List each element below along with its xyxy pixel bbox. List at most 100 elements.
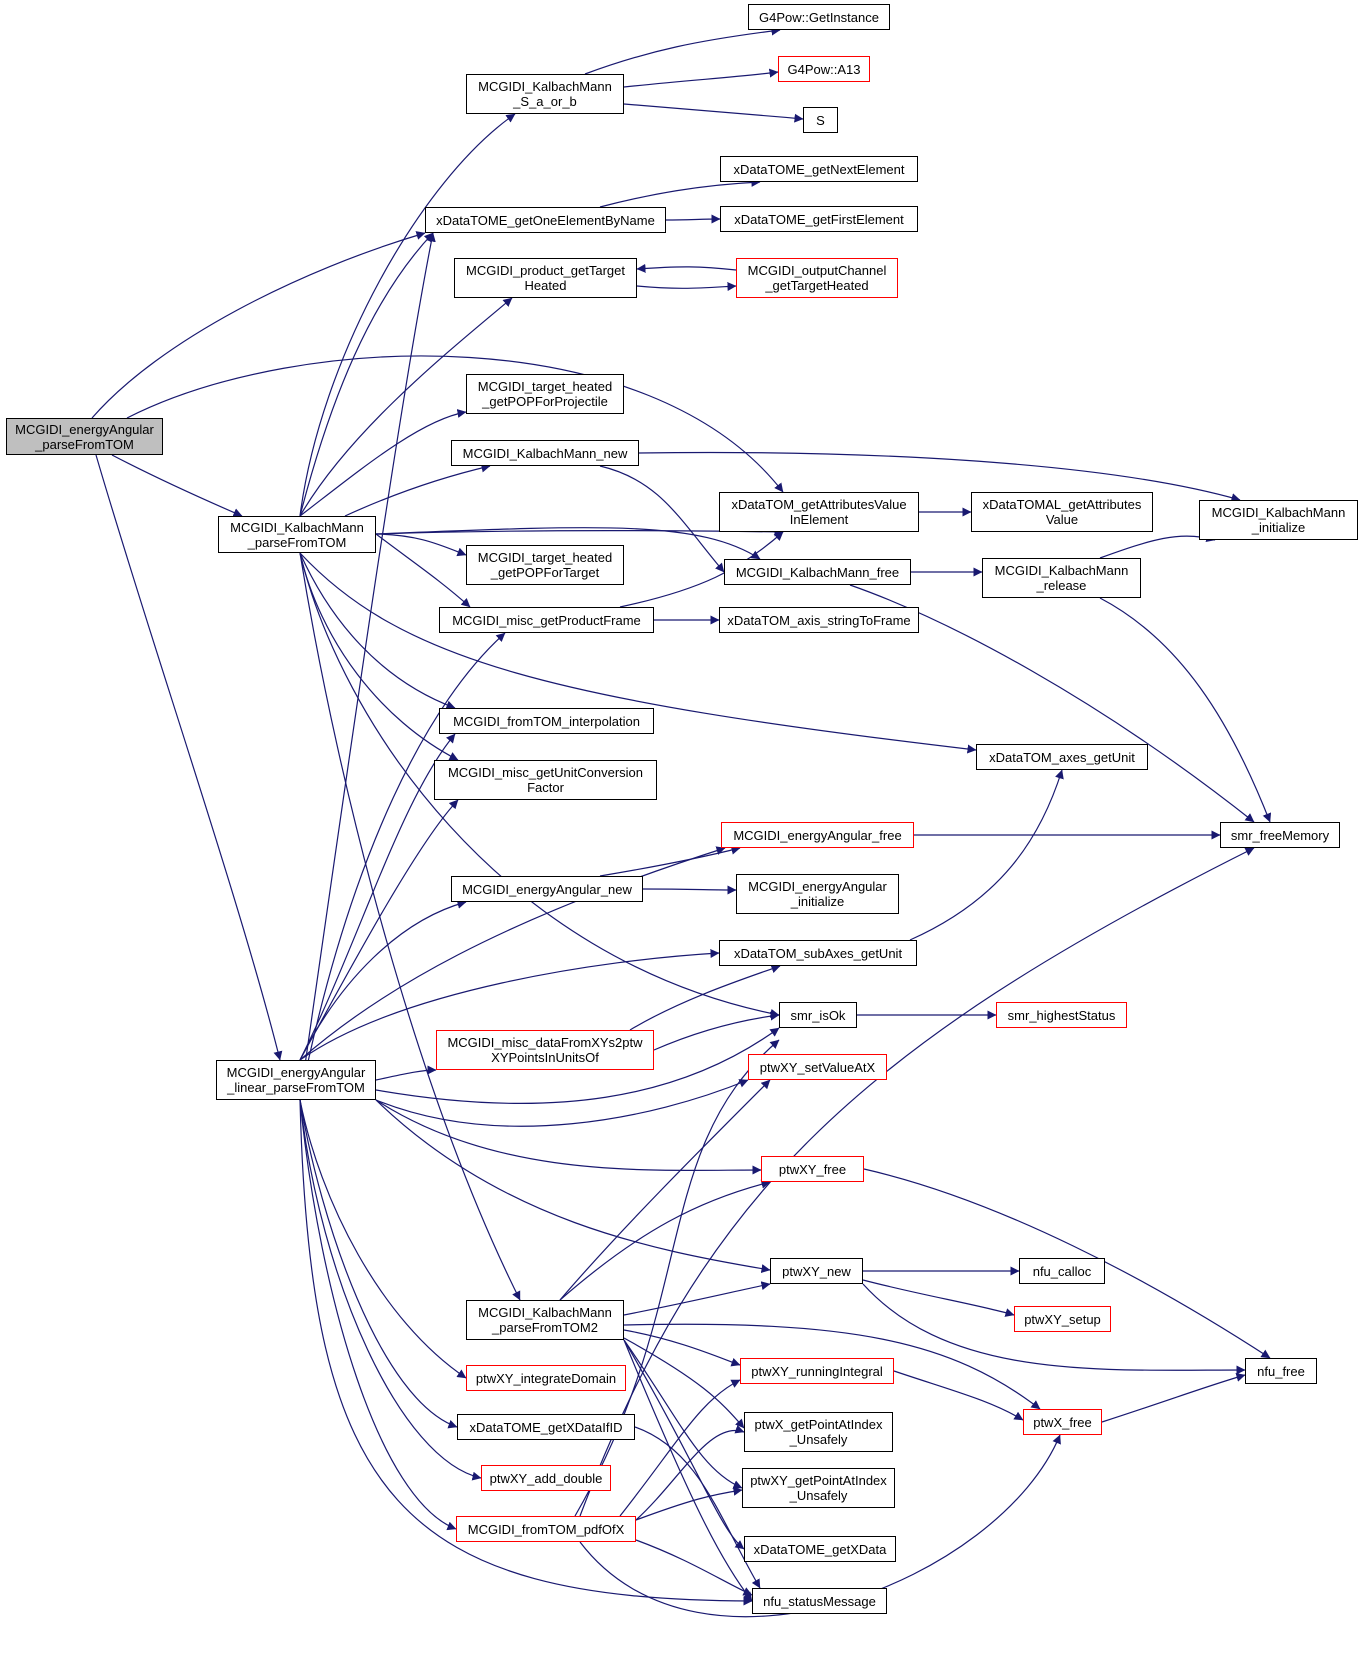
- node-nfu-statusmessage[interactable]: nfu_statusMessage: [752, 1588, 887, 1614]
- node-ptwxy-setup[interactable]: ptwXY_setup: [1014, 1306, 1111, 1332]
- call-edge: [636, 281, 737, 291]
- call-edge: [299, 1099, 753, 1606]
- node-getattributesvalueinelement[interactable]: xDataTOM_getAttributesValue InElement: [719, 492, 919, 532]
- call-edge: [638, 451, 1241, 502]
- node-target-heated-getpopfortarget[interactable]: MCGIDI_target_heated _getPOPForTarget: [466, 545, 624, 585]
- node-subaxes-getunit[interactable]: xDataTOM_subAxes_getUnit: [719, 940, 917, 966]
- call-edge: [623, 1323, 1041, 1410]
- node-g4pow-a13[interactable]: G4Pow::A13: [778, 56, 870, 82]
- node-energyangular-linear-parsefromtom[interactable]: MCGIDI_energyAngular _linear_parseFromTO…: [216, 1060, 376, 1100]
- call-edge: [344, 463, 491, 517]
- call-edge: [599, 177, 761, 208]
- node-product-gettargetheated[interactable]: MCGIDI_product_getTarget Heated: [454, 258, 637, 298]
- call-edge: [299, 1099, 458, 1429]
- call-edge: [642, 885, 737, 895]
- call-edge: [111, 454, 243, 517]
- node-ptwx-getpointatindex-unsafely[interactable]: ptwX_getPointAtIndex _Unsafely: [744, 1412, 893, 1452]
- node-tomal-getattributesvalue[interactable]: xDataTOMAL_getAttributes Value: [971, 492, 1153, 532]
- node-misc-getunitconversionfactor[interactable]: MCGIDI_misc_getUnitConversion Factor: [434, 760, 657, 800]
- node-ptwx-free[interactable]: ptwX_free: [1023, 1409, 1102, 1435]
- call-edge: [599, 845, 741, 877]
- call-edge: [863, 1168, 1271, 1359]
- node-kalbachmann-release[interactable]: MCGIDI_KalbachMann _release: [982, 558, 1141, 598]
- node-ptwxy-new[interactable]: ptwXY_new: [770, 1258, 863, 1284]
- node-nfu-calloc[interactable]: nfu_calloc: [1019, 1258, 1105, 1284]
- call-edge: [126, 355, 784, 493]
- node-kalbachmann-new[interactable]: MCGIDI_KalbachMann_new: [451, 440, 639, 466]
- call-edge: [635, 1424, 745, 1521]
- node-energyangular-new[interactable]: MCGIDI_energyAngular_new: [451, 876, 643, 902]
- node-getxdata[interactable]: xDataTOME_getXData: [744, 1536, 896, 1562]
- call-edge: [623, 1339, 743, 1489]
- call-edge: [623, 1329, 741, 1367]
- node-getfirstelement[interactable]: xDataTOME_getFirstElement: [720, 206, 918, 232]
- node-getxdataifid[interactable]: xDataTOME_getXDataIfID: [457, 1414, 635, 1440]
- call-edge: [299, 632, 506, 1101]
- node-smr-freememory[interactable]: smr_freeMemory: [1220, 822, 1340, 848]
- call-edge: [375, 1065, 437, 1081]
- call-edge: [653, 1011, 780, 1051]
- call-edge: [375, 1027, 780, 1105]
- node-axes-getunit[interactable]: xDataTOM_axes_getUnit: [976, 744, 1148, 770]
- node-smr-isok[interactable]: smr_isOk: [779, 1002, 857, 1028]
- call-edge: [299, 232, 434, 517]
- call-edge: [635, 1486, 743, 1521]
- call-edge: [636, 263, 737, 273]
- call-edge: [623, 68, 779, 88]
- node-outputchannel-gettargetheated[interactable]: MCGIDI_outputChannel _getTargetHeated: [736, 258, 898, 298]
- node-kalbachmann-s-a-or-b[interactable]: MCGIDI_KalbachMann _S_a_or_b: [466, 74, 624, 114]
- node-ptwxy-getpointatindex-unsafely[interactable]: ptwXY_getPointAtIndex _Unsafely: [742, 1468, 895, 1508]
- node-g4pow-getinstance[interactable]: G4Pow::GetInstance: [748, 4, 890, 30]
- call-edge: [299, 552, 459, 761]
- node-fromtom-pdfofx[interactable]: MCGIDI_fromTOM_pdfOfX: [456, 1516, 636, 1542]
- node-smr-higheststatus[interactable]: smr_highestStatus: [996, 1002, 1127, 1028]
- node-kalbachmann-parsefromtom2[interactable]: MCGIDI_KalbachMann _parseFromTOM2: [466, 1300, 624, 1340]
- node-energyangular-initialize[interactable]: MCGIDI_energyAngular _initialize: [736, 874, 899, 914]
- call-edge: [375, 527, 761, 560]
- call-edge: [375, 533, 471, 608]
- call-edge: [559, 1079, 771, 1301]
- call-edge: [862, 1283, 1246, 1375]
- call-edge: [623, 1337, 745, 1429]
- call-edge: [299, 552, 521, 1301]
- node-target-heated-getpopforprojectile[interactable]: MCGIDI_target_heated _getPOPForProjectil…: [466, 374, 624, 414]
- call-edge: [299, 552, 456, 710]
- node-getnextelement[interactable]: xDataTOME_getNextElement: [720, 156, 918, 182]
- call-edge: [909, 769, 1064, 941]
- call-edge: [299, 949, 720, 1061]
- call-edge: [623, 103, 804, 123]
- node-ptwxy-free[interactable]: ptwXY_free: [761, 1156, 864, 1182]
- call-edge: [299, 899, 467, 1061]
- call-edge: [375, 1099, 771, 1274]
- node-kalbachmann-free[interactable]: MCGIDI_KalbachMann_free: [724, 559, 911, 585]
- call-edge: [623, 1281, 771, 1316]
- call-edge: [665, 214, 721, 224]
- call-edge: [635, 1539, 753, 1596]
- node-kalbachmann-initialize[interactable]: MCGIDI_KalbachMann _initialize: [1199, 500, 1358, 540]
- node-energyangular-free[interactable]: MCGIDI_energyAngular_free: [721, 822, 914, 848]
- node-ptwxy-add-double[interactable]: ptwXY_add_double: [481, 1465, 611, 1491]
- node-getoneelementbyname[interactable]: xDataTOME_getOneElementByName: [425, 207, 666, 233]
- call-edge: [91, 231, 426, 419]
- call-edge: [579, 847, 1255, 1517]
- call-edge: [299, 552, 977, 754]
- node-kalbachmann-parsefromtom[interactable]: MCGIDI_KalbachMann _parseFromTOM: [218, 516, 376, 553]
- node-misc-getproductframe[interactable]: MCGIDI_misc_getProductFrame: [439, 607, 654, 633]
- call-edge: [299, 552, 780, 1018]
- node-energyangular-parsefromtom: MCGIDI_energyAngular _parseFromTOM: [6, 418, 163, 455]
- call-edge: [95, 454, 283, 1061]
- node-axis-stringtoframe[interactable]: xDataTOM_axis_stringToFrame: [719, 607, 919, 633]
- node-nfu-free[interactable]: nfu_free: [1245, 1358, 1317, 1384]
- call-edge: [299, 1099, 482, 1481]
- node-fromtom-interpolation[interactable]: MCGIDI_fromTOM_interpolation: [439, 708, 654, 734]
- call-edge: [299, 1099, 457, 1531]
- node-s[interactable]: S: [803, 107, 838, 133]
- call-edge: [299, 1099, 467, 1379]
- call-edge: [299, 113, 516, 517]
- node-ptwxy-setvalueatx[interactable]: ptwXY_setValueAtX: [748, 1054, 887, 1080]
- call-edge: [599, 465, 725, 573]
- call-edge: [849, 584, 1255, 823]
- node-ptwxy-runningintegral[interactable]: ptwXY_runningIntegral: [740, 1358, 894, 1384]
- node-ptwxy-integratedomain[interactable]: ptwXY_integrateDomain: [466, 1365, 626, 1391]
- node-misc-datafromxys2ptwxypoints[interactable]: MCGIDI_misc_dataFromXYs2ptw XYPointsInUn…: [436, 1030, 654, 1070]
